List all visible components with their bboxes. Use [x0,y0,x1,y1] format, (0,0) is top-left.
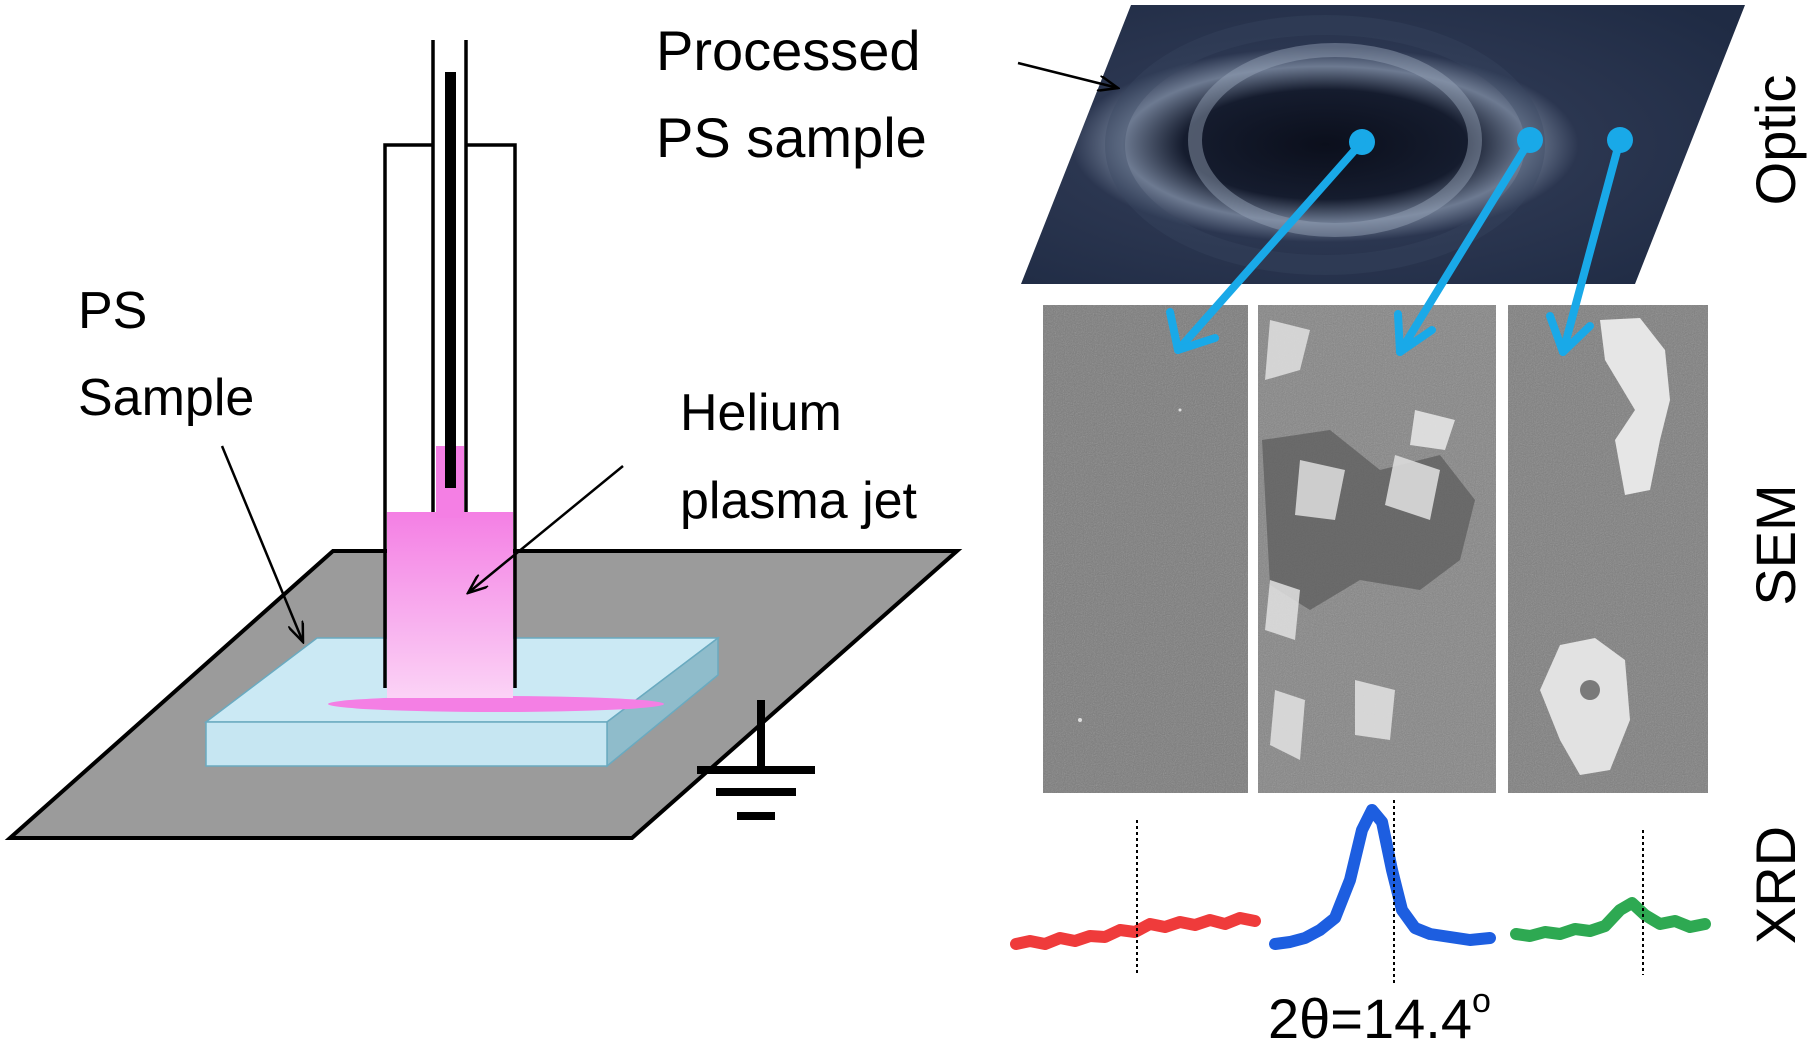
ps-sample-label-line2: Sample [78,369,254,427]
outer-tube [383,143,517,688]
angle-label-sup: o [1472,982,1491,1020]
ps-sample-arrow [220,445,303,642]
ps-sample-label-line1: PS [78,282,147,340]
angle-label: 2θ=14.4o [1268,982,1491,1047]
xrd-curve-red [1010,912,1261,950]
xrd-curves [1010,804,1711,950]
processed-label-line1: Processed [656,19,921,82]
plasma-column [387,512,513,698]
ground-symbol-icon [697,700,815,820]
processed-label-line2: PS sample [656,106,927,169]
plasma-jet-setup: PS Sample Helium plasma jet [4,40,963,840]
plasma-spread [328,696,664,712]
xrd-reference-lines [1136,800,1644,985]
sem-panel-1 [1043,305,1248,793]
xrd-label: XRD [1744,826,1807,944]
helium-label-line1: Helium [680,384,842,442]
helium-label-line2: plasma jet [680,472,918,530]
electrode-rod [445,72,456,488]
helium-arrow [468,465,624,593]
blue-arrows [1166,127,1633,356]
sem-panel-3 [1508,305,1708,793]
sem-label: SEM [1744,484,1807,605]
optic-label: Optic [1744,75,1807,206]
optic-image [1021,5,1745,284]
xrd-curve-blue [1269,804,1496,950]
processed-arrow [1017,61,1118,88]
angle-label-main: 2θ=14.4 [1268,987,1472,1047]
inner-tube [431,40,468,512]
sem-panel-2 [1258,305,1496,793]
xrd-curve-green [1510,897,1711,942]
